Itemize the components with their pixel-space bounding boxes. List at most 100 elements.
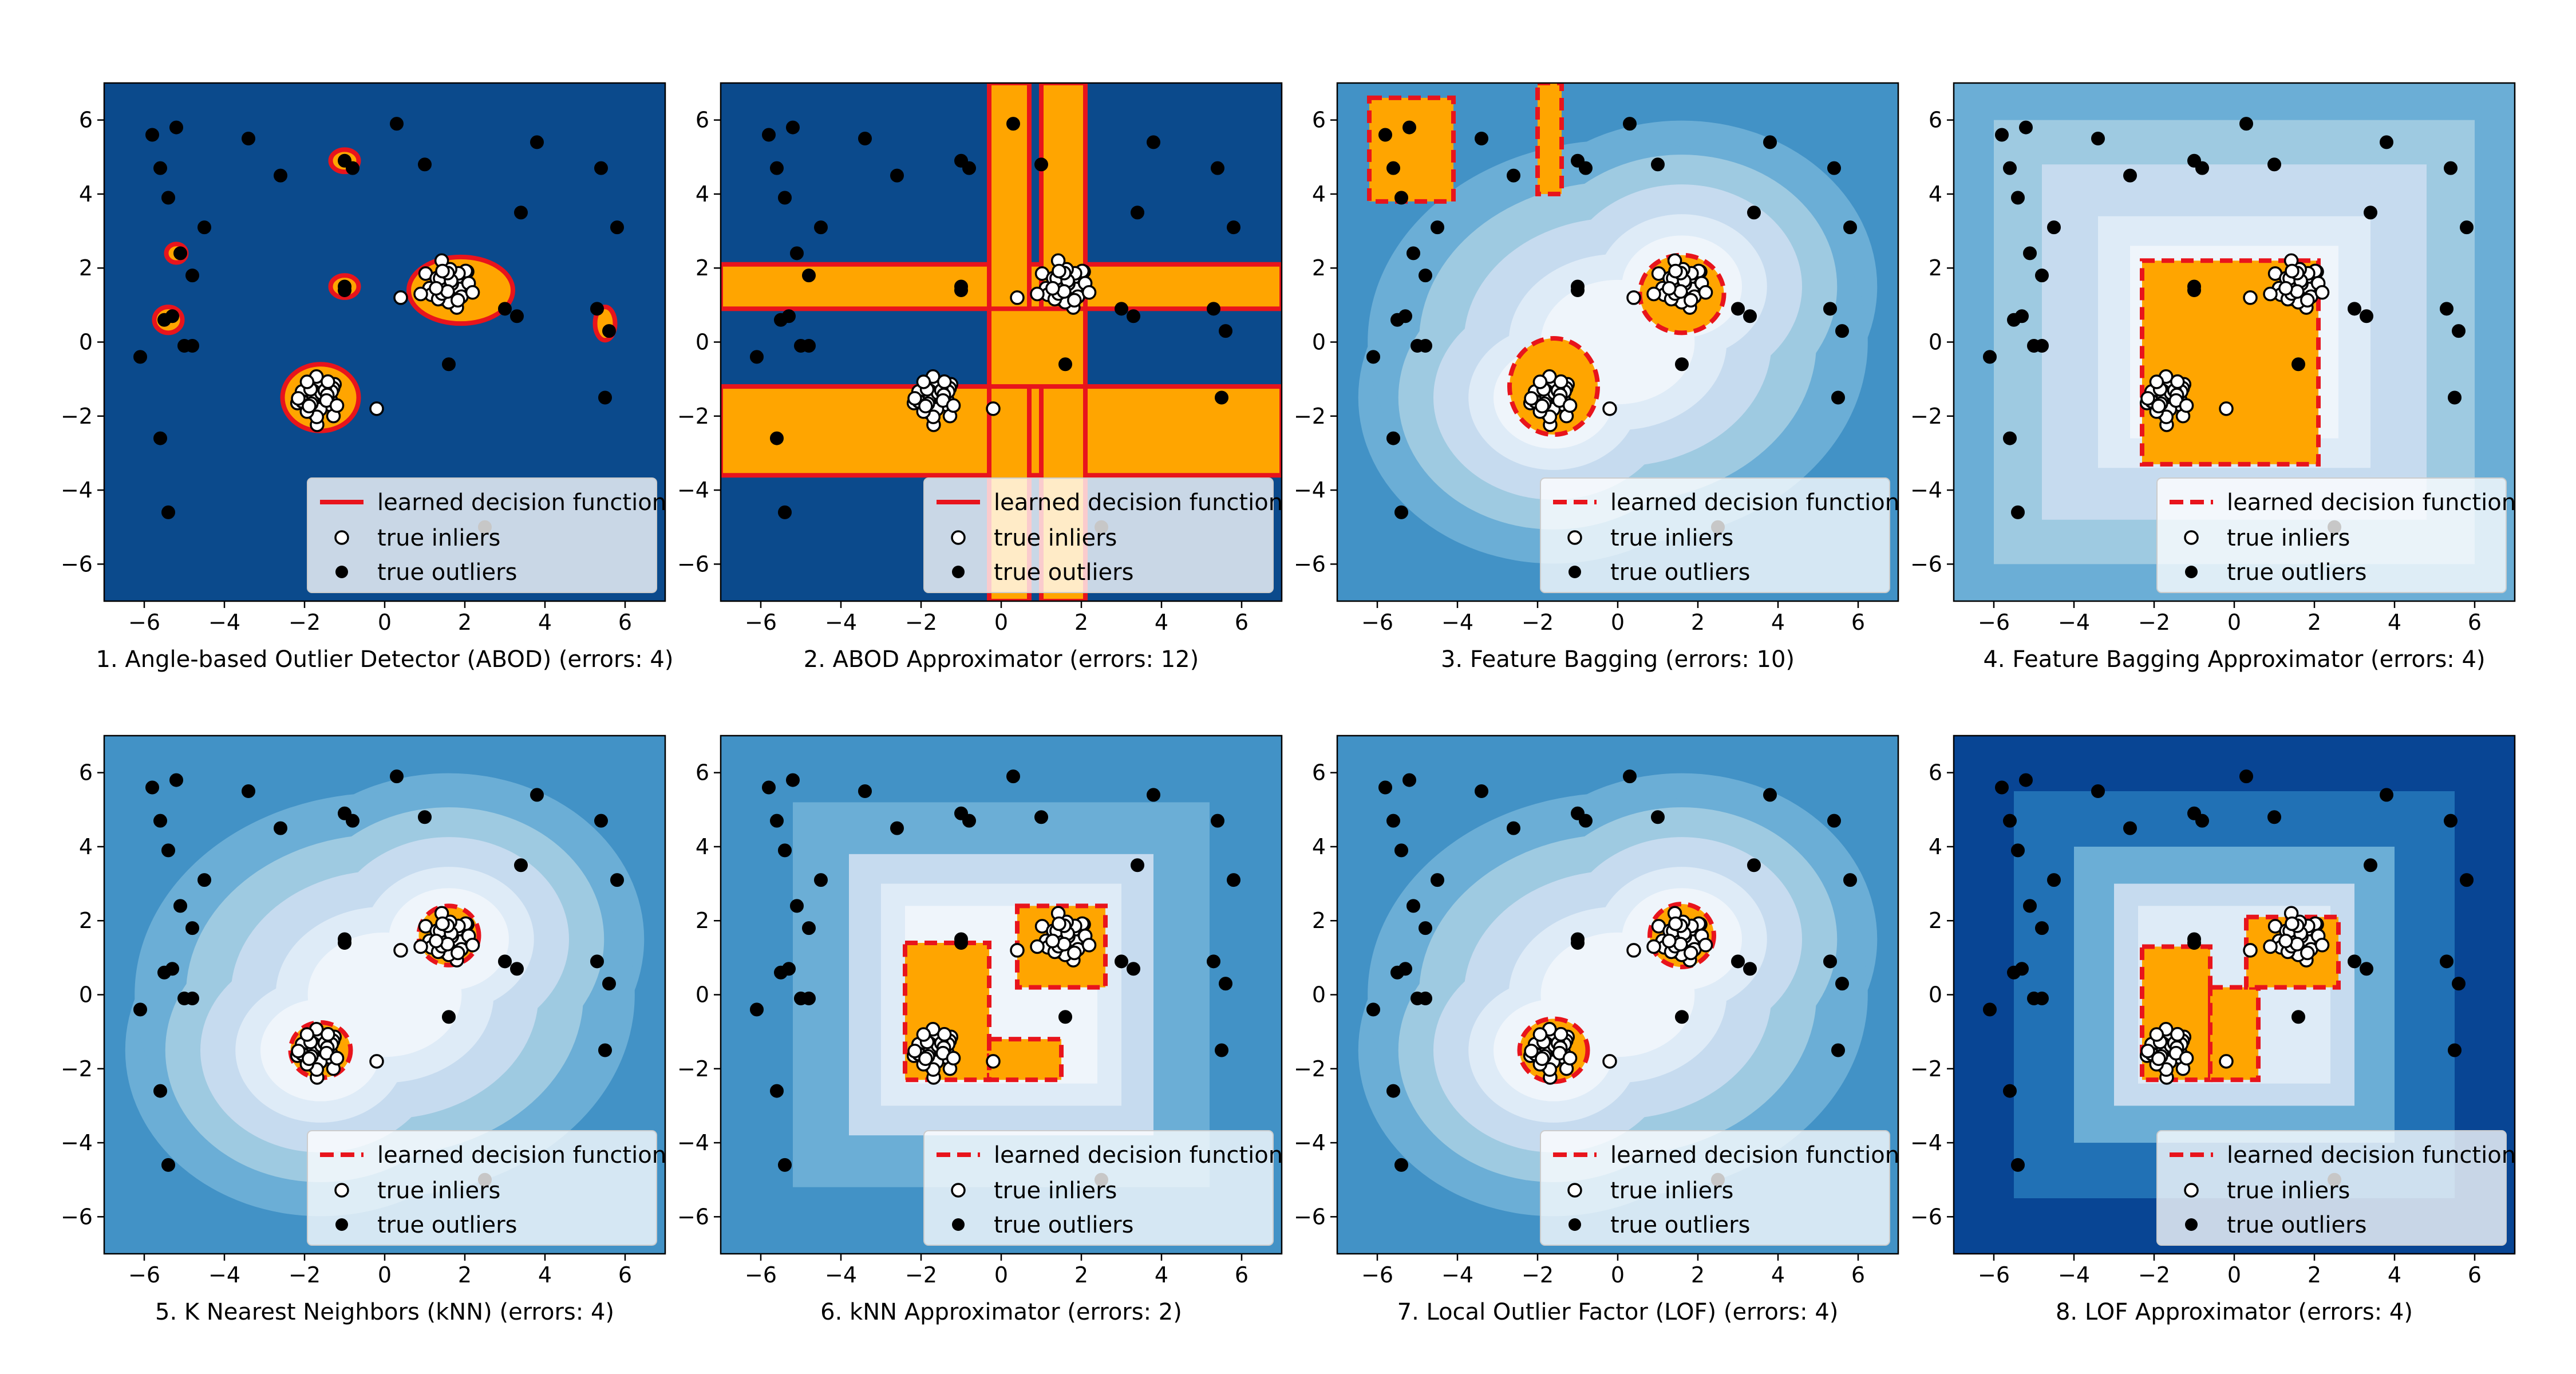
outlier-point (2015, 962, 2029, 976)
x-tick-label: −2 (289, 610, 321, 635)
outlier-point (2291, 1010, 2305, 1024)
outlier-point (1579, 161, 1593, 175)
outlier-point (133, 1002, 147, 1017)
outlier-point (1731, 302, 1745, 316)
inlier-point (1554, 374, 1568, 389)
outlier-point (2011, 1158, 2025, 1172)
x-tick-label: −6 (1978, 1262, 2010, 1288)
inlier-point (1554, 1026, 1568, 1042)
x-tick-label: 6 (1235, 1262, 1249, 1288)
outlier-point (2123, 821, 2137, 835)
outlier-point (770, 814, 784, 828)
outlier-point (2195, 161, 2209, 175)
inlier-point (1010, 943, 1025, 958)
inlier-point (916, 374, 931, 389)
legend-outlier-label: true outliers (377, 559, 517, 586)
x-tick-label: −6 (1978, 610, 2010, 635)
x-tick-label: 0 (994, 610, 1008, 635)
inlier-point (1562, 1051, 1578, 1066)
outlier-point (2035, 991, 2049, 1005)
inlier-point (429, 933, 444, 949)
outlier-point (2291, 357, 2305, 372)
outlier-point (1378, 128, 1392, 142)
outlier-point (2011, 505, 2025, 519)
outlier-point (790, 246, 804, 260)
y-tick-label: 2 (1312, 255, 1326, 281)
outlier-point (762, 780, 776, 795)
inlier-point (393, 290, 408, 305)
outlier-point (1115, 954, 1128, 969)
outlier-point (1386, 814, 1400, 828)
outlier-point (510, 962, 524, 976)
inlier-point (1081, 285, 1097, 300)
inlier-point (291, 1044, 306, 1059)
x-tick-label: 2 (1691, 1262, 1705, 1288)
outlier-point (1366, 1002, 1380, 1017)
outlier-point (1743, 962, 1757, 976)
inlier-point (1030, 939, 1045, 954)
outlier-point (1227, 220, 1240, 235)
outlier-point (602, 324, 616, 338)
y-tick-label: 6 (1312, 108, 1326, 133)
inlier-point (1646, 286, 1661, 302)
y-tick-label: 0 (1312, 330, 1326, 355)
outlier-point (786, 120, 800, 135)
x-tick-label: 6 (1235, 610, 1249, 635)
legend-outlier-label: true outliers (1610, 559, 1750, 586)
outlier-point (1419, 269, 1432, 283)
legend-box (307, 477, 657, 593)
outlier-points (1366, 769, 1857, 1187)
y-tick-label: 4 (79, 834, 93, 859)
outlier-point (338, 283, 351, 297)
y-tick-label: 6 (79, 760, 93, 785)
inlier-point (1562, 398, 1578, 413)
outlier-point (169, 120, 183, 135)
outlier-point (782, 962, 796, 976)
outlier-point (1131, 206, 1144, 220)
inlier-point (946, 1051, 961, 1066)
outlier-point (1147, 135, 1160, 149)
inlier-point (321, 374, 335, 389)
outlier-point (1747, 206, 1761, 220)
inlier-point (413, 286, 428, 302)
outlier-point (197, 220, 211, 235)
legend-decision-label: learned decision function (1610, 489, 1899, 516)
y-tick-label: −2 (1910, 1056, 1942, 1081)
y-tick-label: 0 (1929, 982, 1942, 1008)
inlier-point (369, 1054, 384, 1069)
inlier-point (2140, 1044, 2155, 1059)
outlier-points (1983, 117, 2474, 534)
outlier-point (442, 357, 456, 372)
y-tick-label: 4 (79, 181, 93, 207)
outlier-point (161, 1158, 175, 1172)
legend-inlier-marker (951, 530, 966, 545)
outlier-point (1843, 220, 1857, 235)
inlier-point (1626, 943, 1641, 958)
inlier-point (1535, 1051, 1550, 1067)
outlier-point (598, 390, 612, 405)
outlier-point (858, 131, 872, 145)
x-tick-label: 4 (538, 610, 552, 635)
x-tick-label: −2 (1522, 1262, 1554, 1288)
legend-outlier-label: true outliers (1610, 1212, 1750, 1238)
legend-outlier-label: true outliers (994, 1212, 1133, 1238)
inlier-point (946, 398, 961, 413)
outlier-point (1995, 780, 2009, 795)
inlier-point (937, 374, 952, 389)
x-tick-label: 4 (2388, 1262, 2401, 1288)
x-tick-label: 6 (2468, 1262, 2482, 1288)
outlier-point (2440, 302, 2453, 316)
y-tick-label: −2 (1910, 404, 1942, 429)
outlier-point (1211, 161, 1224, 175)
legend-outlier-label: true outliers (2227, 559, 2366, 586)
inlier-point (369, 401, 384, 416)
outlier-point (590, 302, 604, 316)
subplot-title: 6. kNN Approximator (errors: 2) (820, 1299, 1182, 1325)
outlier-point (1406, 246, 1420, 260)
